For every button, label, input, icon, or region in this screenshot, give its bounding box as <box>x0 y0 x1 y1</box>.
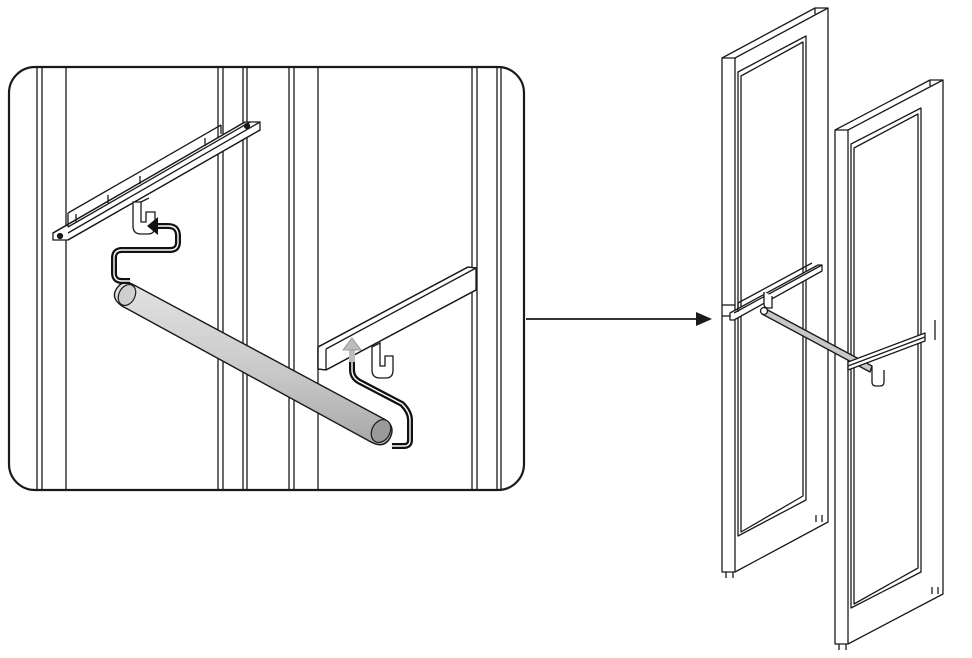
overview-square-rail <box>847 332 926 387</box>
hanging-rod <box>113 281 393 446</box>
right-hook <box>371 341 394 379</box>
pointer-arrow <box>526 312 712 326</box>
right-square-rail <box>317 266 477 371</box>
overview-hook <box>763 292 773 309</box>
motion-arrow-black <box>111 217 181 284</box>
detail-inset <box>7 65 526 492</box>
overview-bracket-rail <box>729 262 823 321</box>
overview-frames <box>721 7 944 650</box>
left-bracket-rail <box>52 121 261 241</box>
overview-hanging-rod <box>759 306 873 373</box>
motion-arrow-grey <box>342 337 413 449</box>
front-frame <box>834 79 944 650</box>
